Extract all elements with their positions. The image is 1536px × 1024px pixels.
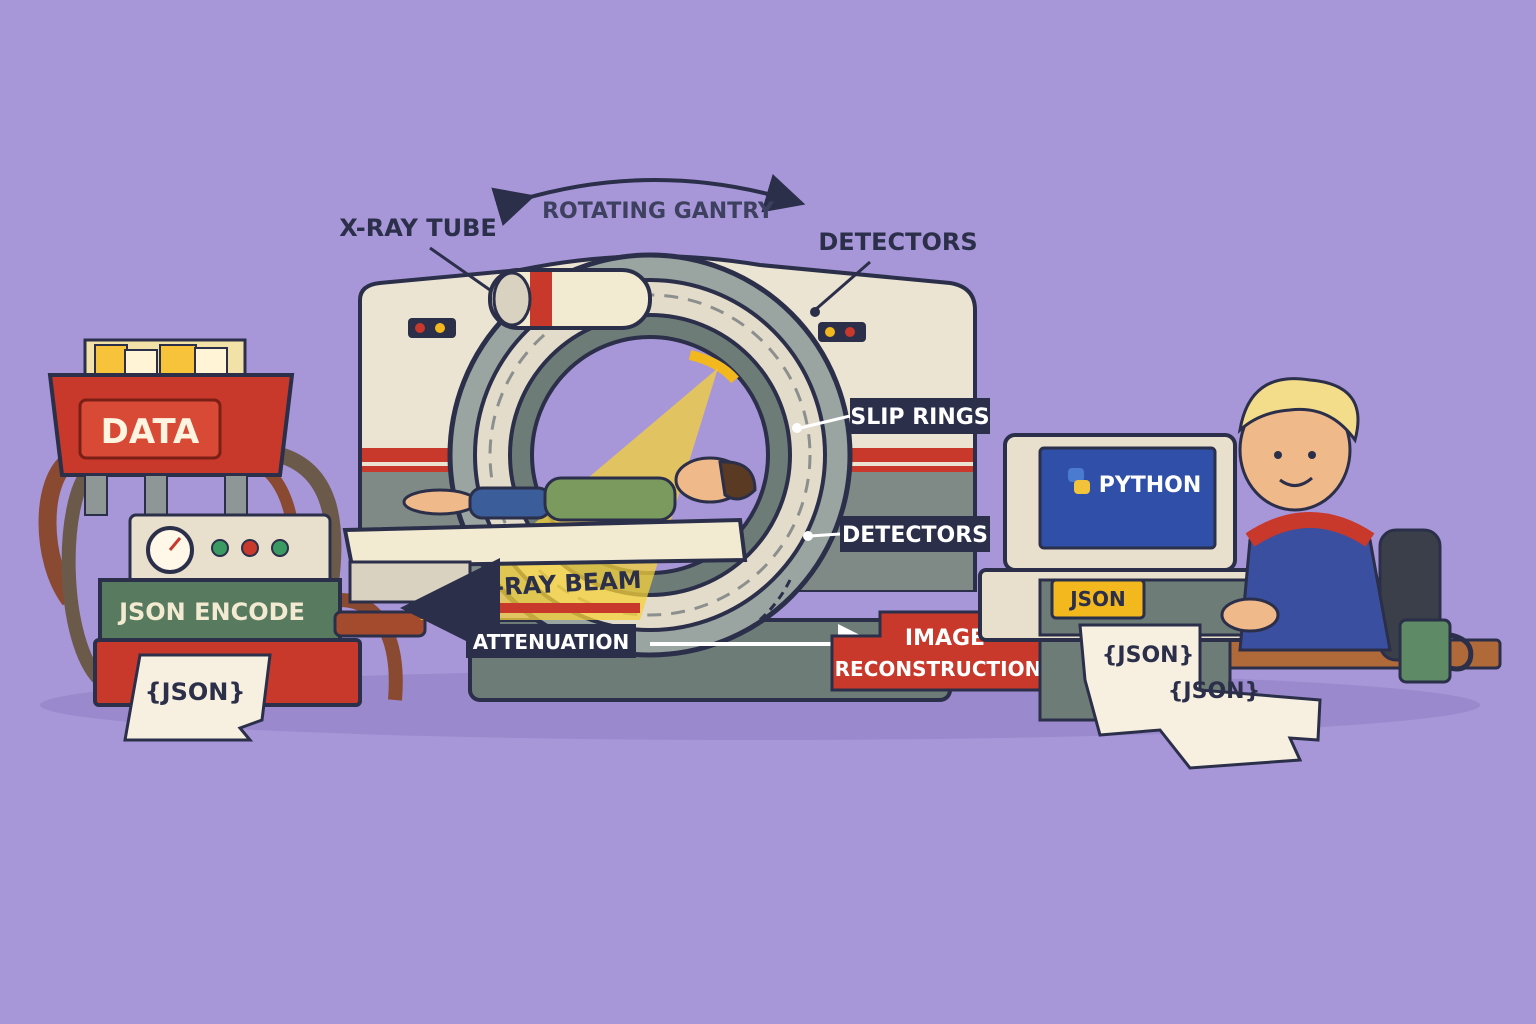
detectors-top-leader — [814, 260, 871, 312]
monitor-screen — [1038, 446, 1217, 550]
image-reconstruction-label-1: IMAGE — [905, 626, 985, 651]
patient-table — [342, 517, 748, 569]
xray-tube-label: X-RAY TUBE — [339, 214, 497, 242]
json-paper-left — [123, 653, 272, 742]
data-bin-label: DATA — [101, 412, 200, 452]
json-tag — [1050, 578, 1146, 620]
detectors-top-label: DETECTORS — [818, 228, 977, 256]
json-paper-right — [1078, 623, 1322, 770]
json-paper-right-text-2: {JSON} — [1168, 679, 1260, 704]
programmer — [1220, 377, 1392, 652]
rotating-gantry-arrow — [491, 174, 806, 226]
python-screen-label: PYTHON — [1099, 473, 1202, 498]
python-logo-icon — [1068, 468, 1090, 494]
json-paper-right-text-1: {JSON} — [1102, 643, 1194, 668]
ct-scanner: X-RAY BEAM — [342, 252, 977, 702]
rotating-gantry-label: ROTATING GANTRY — [542, 199, 775, 224]
image-reconstruction-label-2: RECONSTRUCTION — [835, 657, 1042, 681]
patient — [402, 456, 757, 522]
detectors-side-tag — [840, 516, 990, 552]
xray-tube-leader — [429, 246, 491, 292]
slip-rings-label: SLIP RINGS — [850, 405, 989, 430]
attenuation-tag — [466, 624, 636, 658]
json-tag-label: JSON — [1068, 587, 1126, 611]
coffee-mug-icon — [1398, 618, 1474, 684]
json-paper-left-text: {JSON} — [145, 678, 246, 706]
json-encode-label: JSON ENCODE — [117, 598, 305, 626]
slip-rings-tag — [850, 398, 990, 434]
detector-array — [688, 350, 739, 384]
python-workstation: PYTHON JSON {JSON} {JSON} — [978, 377, 1502, 770]
attenuation-label: ATTENUATION — [473, 630, 629, 654]
detectors-side-label: DETECTORS — [842, 523, 988, 548]
